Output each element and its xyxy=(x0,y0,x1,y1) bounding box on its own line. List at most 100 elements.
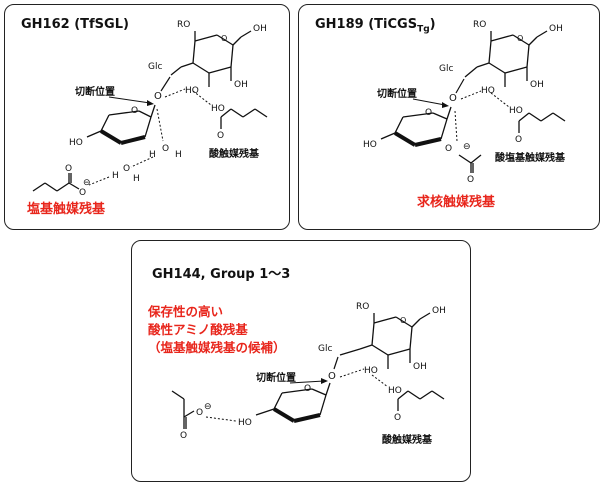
ro-label: RO xyxy=(177,20,190,30)
ho-deoxy-label: HO xyxy=(363,140,377,150)
nucleophile-o-label: O xyxy=(445,144,452,154)
panel-title: GH162 (TfSGL) xyxy=(21,17,129,32)
panel-gh162: GH162 (TfSGL) RO OH O Glc OH HO O 切断位置 xyxy=(4,4,290,230)
acid-residue-label: 酸触媒残基 xyxy=(382,433,433,446)
acid-ho-label: HO xyxy=(211,104,225,114)
acid-residue-chain xyxy=(220,108,268,129)
ring-o-deoxy: O xyxy=(304,384,311,394)
acid-base-residue-label: 酸塩基触媒残基 xyxy=(495,151,566,164)
glucose-ring xyxy=(339,312,431,369)
ho-label: HO xyxy=(481,86,495,96)
panel-gh189: GH189 (TiCGSTg) RO OH O Glc OH HO O 切断位置 xyxy=(298,4,600,230)
water-h-2: H xyxy=(175,150,182,160)
acid-o-label: O xyxy=(394,413,401,423)
ring-o-label: O xyxy=(221,34,227,43)
glc-label: Glc xyxy=(439,64,453,74)
gh189-mechanism-diagram: RO OH O Glc OH HO O 切断位置 O HO xyxy=(363,20,566,185)
glc-label: Glc xyxy=(318,344,332,354)
carboxyl-o-label: O xyxy=(467,175,474,185)
base-residue-chain xyxy=(171,390,195,429)
glucose-ring xyxy=(464,30,548,87)
gh162-mechanism-diagram: RO OH O Glc OH HO O 切断位置 O HO xyxy=(32,20,268,198)
acid-o-label: O xyxy=(515,135,522,145)
negative-charge-icon: ⊖ xyxy=(83,178,91,188)
acid-residue-label: 酸触媒残基 xyxy=(209,147,260,160)
cleavage-site-label: 切断位置 xyxy=(75,85,115,98)
oh-label: OH xyxy=(432,306,446,316)
cleavage-arrow xyxy=(108,96,151,104)
deoxyribose-ring xyxy=(380,106,452,147)
ho-label: HO xyxy=(185,86,199,96)
panel-gh144: GH144, Group 1〜3 保存性の高い 酸性アミノ酸残基 （塩基触媒残基… xyxy=(131,240,471,482)
cleavage-site-label: 切断位置 xyxy=(256,371,296,384)
oh-label: OH xyxy=(549,24,563,34)
note-line-1: 保存性の高い xyxy=(148,304,224,319)
title-end: ) xyxy=(429,17,436,32)
deoxyribose-ring xyxy=(86,104,156,145)
oh-label-2: OH xyxy=(530,80,544,90)
water-o-1: O xyxy=(162,144,169,154)
cleavage-arrow xyxy=(412,98,446,106)
ro-label: RO xyxy=(473,20,486,30)
h-bond-dotted-2 xyxy=(164,88,186,98)
glycosidic-bond xyxy=(160,76,171,92)
glucose-ring xyxy=(170,30,252,87)
candidate-residue-note: 保存性の高い 酸性アミノ酸残基 （塩基触媒残基の候補） xyxy=(148,303,286,357)
panel-title: GH144, Group 1〜3 xyxy=(152,267,291,282)
glycosidic-o-label: O xyxy=(154,91,162,102)
gh144-mechanism-diagram: RO OH O Glc OH HO O 切断位置 O HO xyxy=(171,302,446,446)
h-bond-water-3 xyxy=(88,176,110,186)
h-bond-dotted-2 xyxy=(339,368,365,378)
note-line-3: （塩基触媒残基の候補） xyxy=(148,340,286,355)
acid-o-label: O xyxy=(217,131,224,141)
ho-deoxy-label: HO xyxy=(238,418,252,428)
title-subscript: Tg xyxy=(417,24,430,35)
arrowhead-icon xyxy=(321,378,328,384)
ring-o-label: O xyxy=(517,34,523,43)
deoxyribose-ring xyxy=(255,382,331,423)
carboxyl-o-label: O xyxy=(180,431,187,441)
ring-o-label: O xyxy=(400,316,406,325)
ring-o-deoxy: O xyxy=(131,106,138,116)
ho-label: HO xyxy=(364,366,378,376)
glc-label: Glc xyxy=(148,62,162,72)
cleavage-arrow xyxy=(289,380,325,384)
h-bond-dotted xyxy=(371,374,389,388)
base-residue-label: 塩基触媒残基 xyxy=(27,202,106,217)
oh-label: OH xyxy=(253,24,267,34)
base-residue-chain xyxy=(32,173,80,192)
nucleophile-residue-chain xyxy=(458,154,482,173)
glycosidic-o-label: O xyxy=(449,93,457,104)
acid-ho-label: HO xyxy=(388,386,402,396)
glycosidic-bond xyxy=(333,356,339,370)
h-bond-base xyxy=(205,416,237,422)
nucleophile-attack-dotted xyxy=(454,110,458,142)
negative-charge-icon: ⊖ xyxy=(463,142,471,152)
ho-deoxy-label: HO xyxy=(69,138,83,148)
oh-label-2: OH xyxy=(413,362,427,372)
oh-label-2: OH xyxy=(234,80,248,90)
title-main: GH189 (TiCGS xyxy=(315,17,418,32)
water-h-1: H xyxy=(149,150,156,160)
carboxyl-o-label: O xyxy=(65,164,72,174)
ring-o-deoxy: O xyxy=(425,108,432,118)
note-line-2: 酸性アミノ酸残基 xyxy=(148,322,248,337)
nucleophile-residue-label: 求核触媒残基 xyxy=(417,195,496,210)
arrowhead-icon xyxy=(147,100,154,106)
glycosidic-o-label: O xyxy=(328,371,336,382)
panel-title: GH189 (TiCGSTg) xyxy=(315,17,436,35)
ro-label: RO xyxy=(356,302,369,312)
h-bond-water-1 xyxy=(156,108,164,142)
carboxylate-o-label: O xyxy=(196,408,203,418)
cleavage-site-label: 切断位置 xyxy=(377,87,417,100)
water-h-4: H xyxy=(133,174,140,184)
acid-base-residue-chain xyxy=(518,112,566,133)
acid-ho-label: HO xyxy=(509,106,523,116)
water-h-3: H xyxy=(112,171,119,181)
negative-charge-icon: ⊖ xyxy=(204,402,212,412)
acid-residue-chain xyxy=(397,390,445,411)
h-bond-water-2 xyxy=(130,156,154,168)
glycosidic-bond xyxy=(455,78,465,94)
water-o-2: O xyxy=(123,164,130,174)
h-bond-dotted-2 xyxy=(460,90,482,100)
